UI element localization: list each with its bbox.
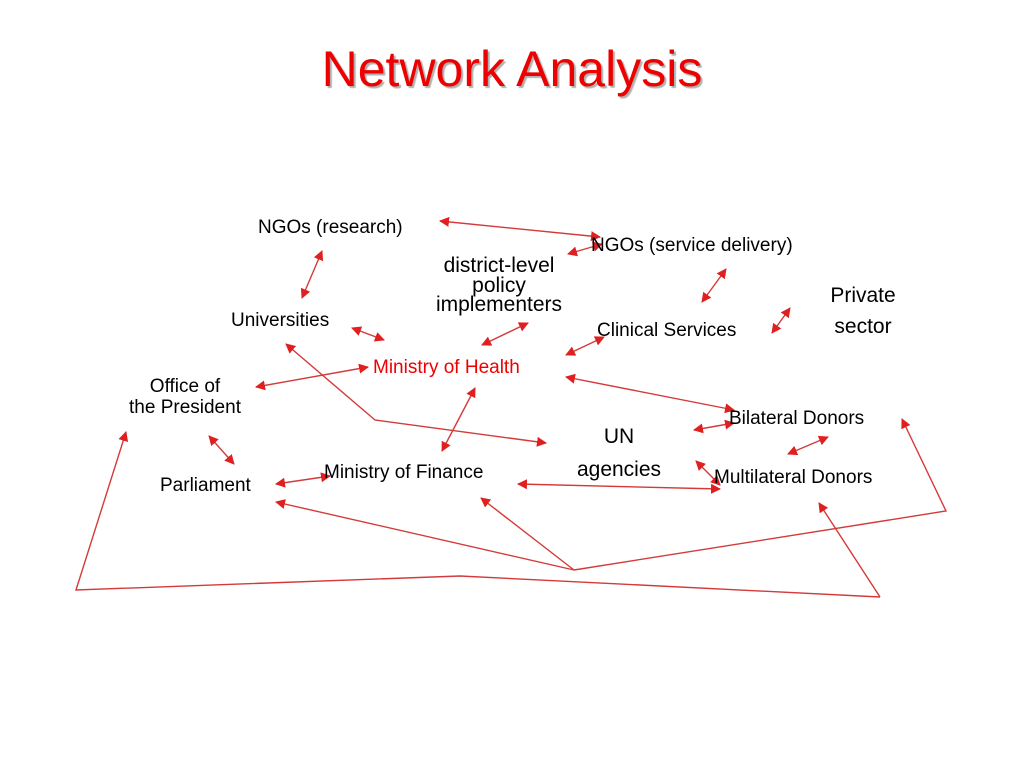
node-ngos-research: NGOs (research) <box>258 217 403 238</box>
node-bilateral-donors: Bilateral Donors <box>729 408 865 429</box>
node-clinical-services: Clinical Services <box>597 320 737 341</box>
edge-hub-to-multilateral <box>818 502 881 598</box>
edge-bilateral-to-multilateral <box>787 435 829 456</box>
edge-moh-to-bilateral <box>565 373 735 414</box>
district-line-1: district-level <box>443 254 555 277</box>
node-ngos-service-delivery: NGOs (service delivery) <box>591 235 793 256</box>
office-line-2: the President <box>129 397 241 418</box>
edge-universities-to-moh <box>351 326 385 342</box>
node-universities: Universities <box>231 310 330 331</box>
edge-ngos-service-to-district <box>567 241 603 257</box>
office-line-1: Office of <box>149 376 221 397</box>
un-line-1: UN <box>603 425 635 448</box>
edge-hub-to-office-president <box>75 431 881 598</box>
edge-bilateral-to-un <box>693 419 735 434</box>
edge-clinical-to-moh <box>565 336 605 356</box>
district-line-3: implementers <box>435 293 563 316</box>
edge-ngos-research-to-ngos-service <box>439 216 601 242</box>
node-ministry-of-finance: Ministry of Finance <box>324 462 484 483</box>
node-parliament: Parliament <box>160 475 251 496</box>
edge-parliament-to-mof <box>275 472 331 488</box>
edge-moh-to-mof <box>441 387 476 452</box>
edge-private-to-clinical <box>771 307 791 334</box>
edge-universities-to-un <box>285 343 547 447</box>
edge-hub-to-parliament <box>275 499 575 571</box>
edge-office-president-to-parliament <box>208 435 235 465</box>
edge-ngos-service-to-clinical <box>701 268 727 303</box>
slide-title: Network Analysis <box>321 41 703 97</box>
node-un-agencies: UN agencies <box>559 420 679 486</box>
edge-hub-to-bilateral <box>573 418 948 571</box>
node-office-of-the-president: Office of the President <box>105 376 265 418</box>
private-line-1: Private <box>830 284 896 307</box>
node-district-level-policy-implementers: district-level policy implementers <box>414 255 584 316</box>
edge-ngos-research-to-universities <box>300 250 324 299</box>
private-line-2: sector <box>834 315 892 338</box>
edge-moh-to-office-president <box>255 363 369 391</box>
edge-mof-to-multilateral <box>517 479 721 494</box>
node-private-sector: Private sector <box>808 280 918 342</box>
un-line-2: agencies <box>576 458 662 481</box>
edge-hub-to-mof <box>480 497 575 571</box>
district-line-2: policy <box>472 274 526 297</box>
node-multilateral-donors: Multilateral Donors <box>714 467 873 488</box>
node-ministry-of-health: Ministry of Health <box>373 357 520 378</box>
edge-district-to-moh <box>481 322 529 346</box>
